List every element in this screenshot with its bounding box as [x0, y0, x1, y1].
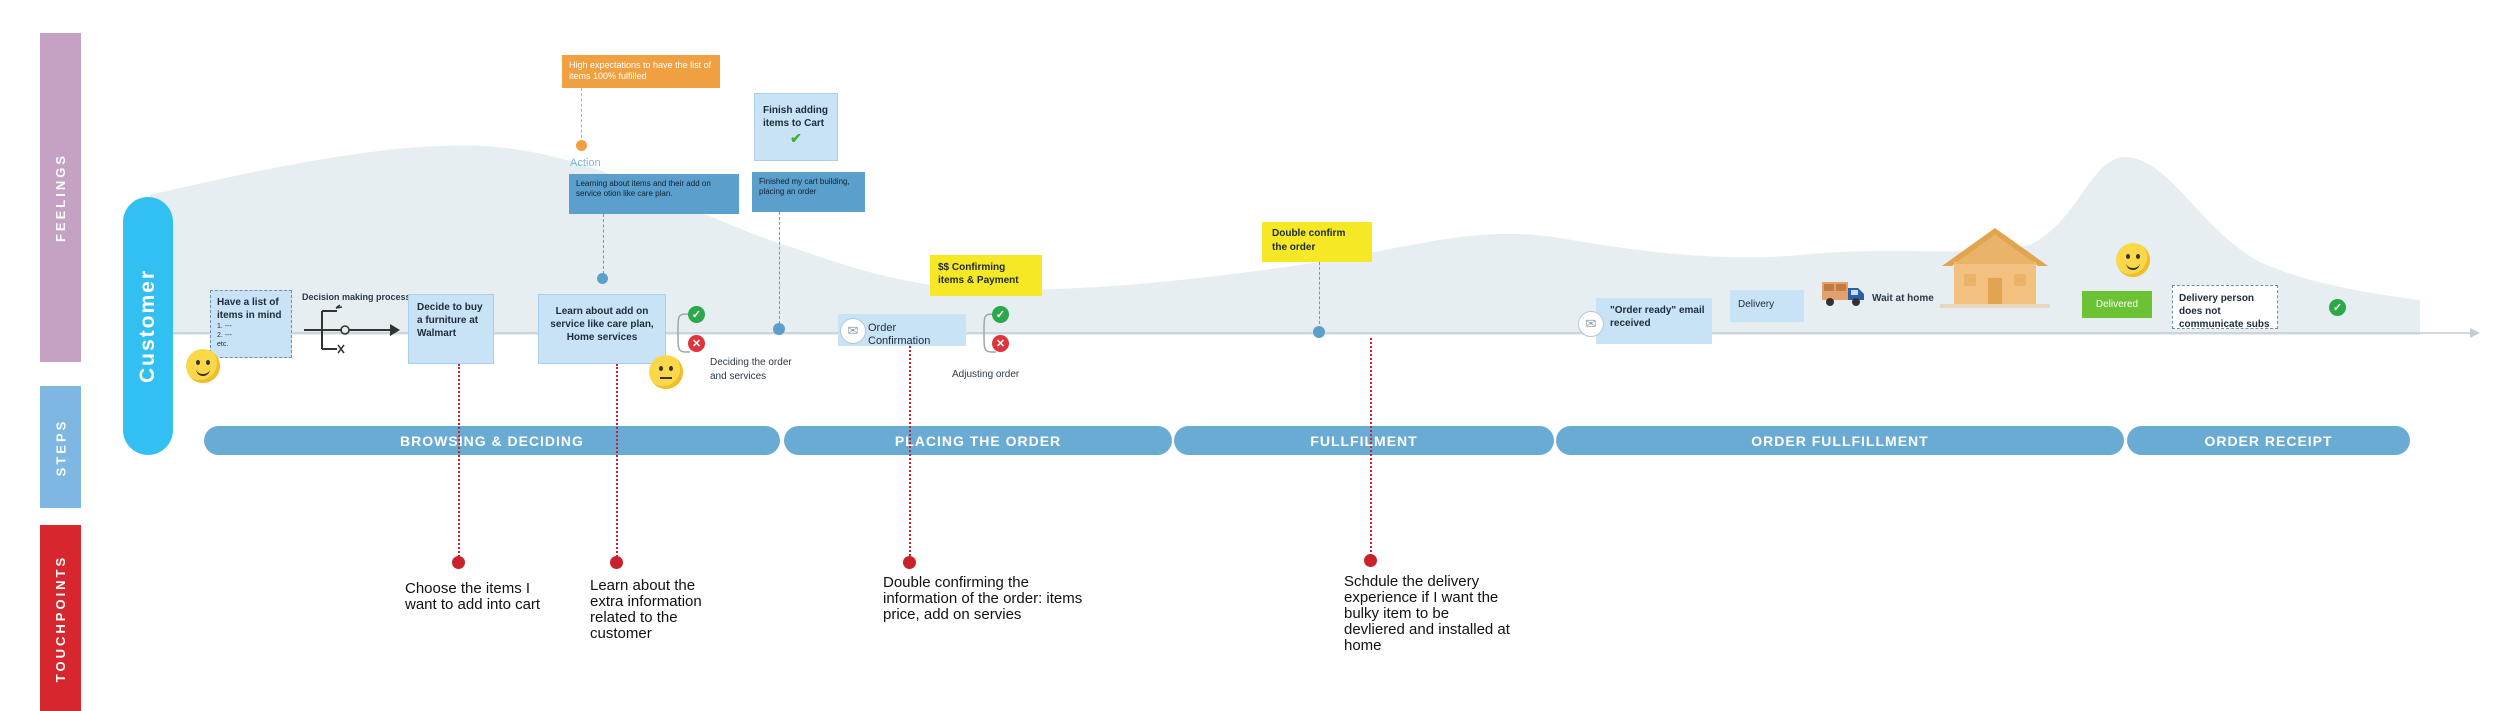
touchpoint-choose-items: Choose the items I want to add into cart — [405, 580, 541, 613]
step-deciding: Deciding the order and services — [710, 357, 792, 382]
touchpoint-dot — [610, 556, 623, 569]
list-item: 1. --- — [217, 323, 232, 330]
callout-expectations: High expectations to have the list of it… — [562, 55, 720, 88]
neutral-face-icon — [649, 355, 683, 389]
double-confirm-connector — [1319, 262, 1320, 324]
branch-bracket-order — [983, 313, 997, 353]
touchpoint-dot — [452, 556, 465, 569]
checkmark-icon: ✔ — [790, 130, 802, 146]
stage-label: FULLFILMENT — [1310, 432, 1418, 449]
callout-finished-cart: Finished my cart building, placing an or… — [752, 172, 865, 212]
arrow-right-icon — [390, 324, 400, 336]
feelings-curve — [150, 145, 2420, 335]
stage-placing-order: PLACING THE ORDER — [784, 426, 1172, 455]
touchpoint-dot — [1364, 554, 1377, 567]
stage-order-fullfillment: ORDER FULLFILLMENT — [1556, 426, 2124, 455]
step-delivered-text: Delivered — [2095, 299, 2139, 310]
callout-confirming-payment: $$ Confirming items & Payment — [930, 255, 1042, 296]
step-finish-cart: Finish adding items to Cart ✔ — [754, 93, 838, 161]
timeline-arrow — [2470, 328, 2480, 338]
cart-dot — [773, 323, 785, 335]
learning-dot — [597, 273, 608, 284]
stage-browsing-deciding: BROWSING & DECIDING — [204, 426, 780, 455]
persona-customer: Customer — [123, 197, 173, 455]
step-adjusting: Adjusting order — [952, 369, 1020, 380]
step-order-confirmation-text: Order Confirmation — [868, 322, 931, 347]
stage-label: PLACING THE ORDER — [894, 432, 1062, 449]
stage-label: ORDER RECEIPT — [2204, 432, 2333, 449]
touchpoint-learn-extra: Learn about the extra information relate… — [590, 577, 702, 642]
stage-fullfilment: FULLFILMENT — [1174, 426, 1554, 455]
double-confirm-dot — [1313, 326, 1325, 338]
step-delivered: Delivered — [2082, 291, 2152, 318]
touchpoint-connector — [909, 346, 911, 560]
house-icon — [1940, 228, 2050, 308]
callout-double-confirm-text: Double confirm the order — [1272, 228, 1346, 253]
touchpoint-connector — [1370, 338, 1372, 560]
stage-label: ORDER FULLFILLMENT — [1751, 432, 1929, 449]
step-delivery-person: Delivery person does not communicate sub… — [2172, 285, 2278, 329]
step-delivery-person-text: Delivery person does not communicate sub… — [2179, 293, 2270, 329]
callout-learning-text: Learning about items and their add on se… — [576, 179, 711, 198]
step-decide-text: Decide to buy a furniture at Walmart — [417, 302, 483, 339]
decision-tree-icon — [304, 304, 400, 354]
branch-bracket — [677, 313, 691, 353]
step-wait-home: Wait at home — [1872, 293, 1934, 304]
touchpoint-schedule-delivery: Schdule the delivery experience if I wan… — [1344, 573, 1510, 654]
check-icon: ✓ — [688, 306, 705, 323]
step-finish-cart-text: Finish adding items to Cart — [763, 105, 828, 129]
list-title: Have a list of items in mind — [217, 297, 282, 321]
step-list-in-mind: Have a list of items in mind 1. --- 2. -… — [210, 290, 292, 358]
list-item: 2. --- — [217, 332, 232, 339]
expectation-connector — [581, 88, 582, 143]
truck-icon — [1822, 282, 1864, 306]
check-icon: ✓ — [2329, 299, 2346, 316]
cart-connector — [779, 212, 780, 324]
touchpoint-connector — [616, 364, 618, 560]
touchpoint-dot — [903, 556, 916, 569]
callout-double-confirm: Double confirm the order — [1262, 222, 1372, 262]
mail-icon: ✉ — [840, 318, 866, 344]
callout-finished-cart-text: Finished my cart building, placing an or… — [759, 177, 850, 196]
callout-confirming-payment-text: $$ Confirming items & Payment — [938, 262, 1019, 286]
callout-learning: Learning about items and their add on se… — [569, 174, 739, 214]
step-decide-buy: Decide to buy a furniture at Walmart — [408, 294, 494, 364]
steps-band: STEPS — [40, 386, 81, 508]
step-order-ready-text: "Order ready" email received — [1610, 305, 1705, 329]
decision-process-label: Decision making process — [302, 292, 411, 302]
cross-icon: ✕ — [688, 335, 705, 352]
feelings-band: FEELINGS — [40, 33, 81, 362]
step-learn-text: Learn about add on service like care pla… — [550, 306, 654, 343]
step-learn-addon: Learn about add on service like care pla… — [538, 294, 666, 364]
smile-icon — [2116, 243, 2150, 277]
cross-icon: ✕ — [992, 335, 1009, 352]
check-icon: ✓ — [992, 306, 1009, 323]
action-label: Action — [570, 157, 601, 169]
touchpoints-band: TOUCHPOINTS — [40, 525, 81, 711]
smile-icon — [186, 349, 220, 383]
stage-order-receipt: ORDER RECEIPT — [2127, 426, 2410, 455]
callout-expectations-text: High expectations to have the list of it… — [569, 60, 712, 81]
step-delivery-text: Delivery — [1738, 299, 1775, 310]
step-order-ready: "Order ready" email received — [1596, 298, 1712, 344]
action-dot — [576, 140, 587, 151]
mail-icon: ✉ — [1578, 311, 1604, 337]
step-delivery: Delivery — [1730, 290, 1804, 322]
stage-label: BROWSING & DECIDING — [400, 432, 584, 449]
touchpoint-connector — [458, 364, 460, 560]
list-item: etc. — [217, 341, 229, 348]
persona-label: Customer — [136, 268, 159, 384]
learning-connector — [603, 214, 604, 274]
touchpoint-double-confirming: Double confirming the information of the… — [883, 574, 1083, 623]
